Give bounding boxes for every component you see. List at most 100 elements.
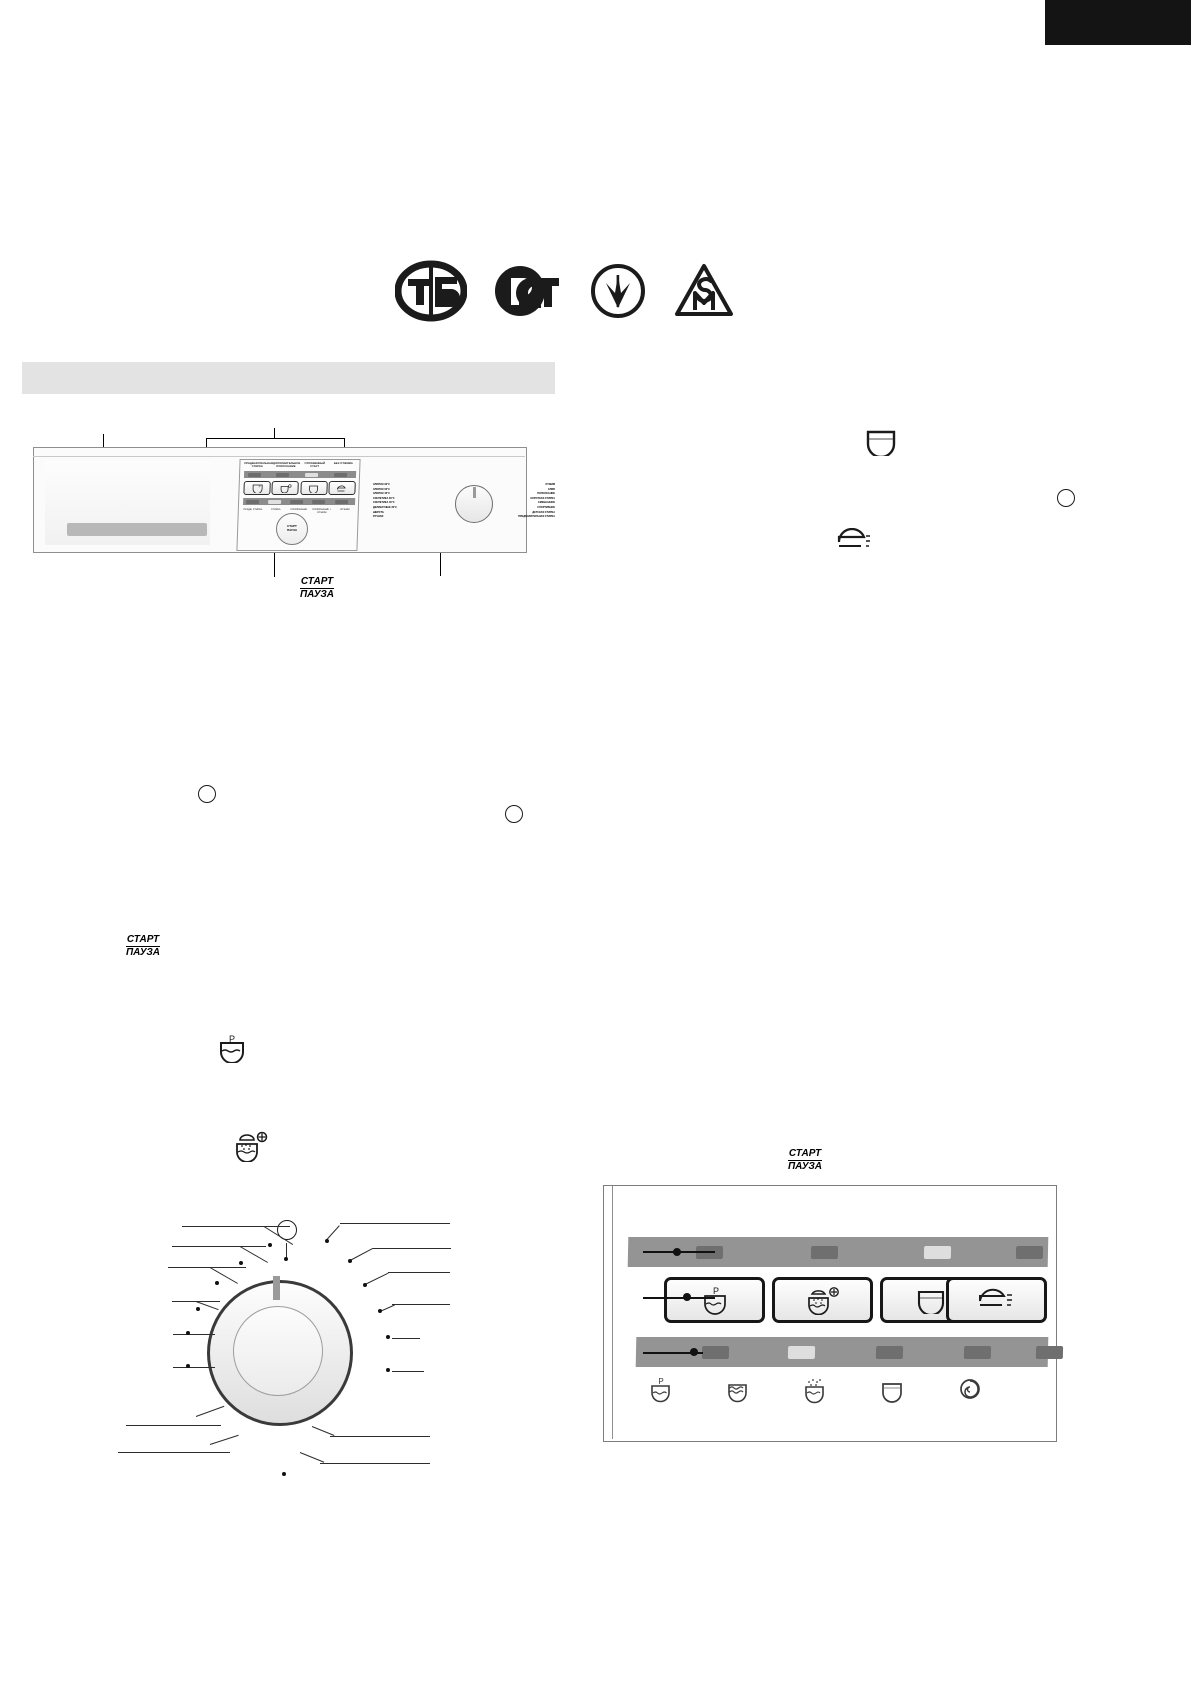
rinse-plus-tub-icon-large xyxy=(807,1287,839,1315)
program-list-right: ОТЖИМ СЛИВ ПОЛОСКАНИЕ КОРОТКАЯ СТИРКА СМ… xyxy=(495,483,555,520)
led-phase-spin-large xyxy=(1035,1346,1064,1359)
dial-leader-left-5 xyxy=(173,1367,215,1368)
led-prewash-large xyxy=(695,1246,724,1259)
led-extra-rinse xyxy=(275,472,290,477)
btn-extra-rinse-large[interactable] xyxy=(772,1277,873,1323)
pause-label: ПАУЗА xyxy=(286,528,298,532)
dial-leader-right-1 xyxy=(373,1248,451,1249)
caption-pause-2: ПАУЗА xyxy=(125,947,161,958)
btn-extra-rinse[interactable] xyxy=(271,481,300,495)
dial-leader-right-0-dot xyxy=(325,1239,329,1243)
circle-icon-3 xyxy=(505,805,523,823)
dial-leader-left-4-dot xyxy=(186,1331,190,1335)
dial-leader-left-7 xyxy=(118,1452,230,1453)
dial-leader-right-5 xyxy=(392,1371,424,1372)
led-no-spin-large xyxy=(1015,1246,1044,1259)
dial-leader-right-1-dot xyxy=(348,1259,352,1263)
dial-leader-left-3-dot xyxy=(196,1307,200,1311)
phase-label-prewash: ПРЕДВ. СТИРКА xyxy=(243,508,263,511)
led-phase-rinse-spin-large xyxy=(963,1346,992,1359)
caption-start: СТАРТ xyxy=(299,576,335,589)
caption-start-pause-body: СТАРТ ПАУЗА xyxy=(103,934,183,959)
dial-leader-right-3 xyxy=(392,1304,450,1305)
callout-leader-buttons-stem xyxy=(274,428,275,439)
caption-pause: ПАУЗА xyxy=(299,589,335,600)
led-phase-wash-large xyxy=(787,1346,816,1359)
program-right-1: СЛИВ xyxy=(547,487,555,491)
option-label-prewash: ПРЕДВАРИТЕЛЬНАЯ СТИРКА xyxy=(244,462,274,469)
program-right-3: КОРОТКАЯ СТИРКА xyxy=(530,496,555,500)
program-right-2: ПОЛОСКАНИЕ xyxy=(537,492,555,496)
dial-leader-left-1 xyxy=(172,1246,266,1247)
option-label-extra-rinse: ДОПОЛНИТЕЛЬНОЕ ПОЛОСКАНИЕ xyxy=(273,462,301,469)
led-prewash xyxy=(247,472,262,477)
dial-off-pointer-dot xyxy=(284,1257,288,1261)
phase-label-rinse-spin: ПОЛОСКАНИЕ + ОТЖИМ xyxy=(312,508,332,514)
callout-dot-option-buttons xyxy=(683,1293,691,1301)
btn-prewash[interactable]: P xyxy=(243,481,271,495)
program-right-0: ОТЖИМ xyxy=(545,483,555,486)
page-corner-tab xyxy=(1045,0,1191,45)
program-right-4: СМЕШАННОЕ xyxy=(537,501,555,505)
program-left-4: СИНТЕТИКА 40°C xyxy=(373,501,395,505)
program-selector-dial[interactable] xyxy=(455,485,493,523)
dial-inner[interactable] xyxy=(233,1306,323,1396)
iron-icon-large xyxy=(978,1288,1012,1306)
program-left-0: ХЛОПОК 90°C xyxy=(373,483,390,486)
phase-label-row: ПРЕДВ. СТИРКА СТИРКА ПОЛОСКАНИЕ ПОЛОСКАН… xyxy=(243,508,355,514)
phase-prewash-icon: P xyxy=(641,1376,681,1404)
tub-icon xyxy=(864,428,898,461)
detergent-drawer[interactable] xyxy=(45,461,210,545)
dial-leader-left-6 xyxy=(126,1425,221,1426)
control-panel-diagram: ПРЕДВАРИТЕЛЬНАЯ СТИРКА ДОПОЛНИТЕЛЬНОЕ ПО… xyxy=(33,447,555,553)
section-heading-bar xyxy=(22,362,555,394)
dial-pointer xyxy=(273,1276,280,1300)
phase-wash-icon xyxy=(718,1376,758,1404)
dial-leader-left-2 xyxy=(168,1267,246,1268)
dial-leader-left-2-dot xyxy=(215,1281,219,1285)
dial-leader-right-2-dot xyxy=(363,1283,367,1287)
led-phase-prewash-large xyxy=(701,1346,730,1359)
callout-leader-buttons-top xyxy=(206,438,345,439)
btn-prewash-large[interactable]: P xyxy=(664,1277,765,1323)
caption-start-pause-panel: СТАРТ ПАУЗА xyxy=(272,576,362,601)
callout-dot-option-leds xyxy=(673,1248,681,1256)
phase-spin-icon xyxy=(950,1376,990,1404)
program-left-1: ХЛОПОК 60°C xyxy=(373,487,390,491)
caption-start-3: СТАРТ xyxy=(787,1148,823,1161)
gost-r-mark-icon xyxy=(493,262,563,325)
sm-mark-icon xyxy=(673,262,735,325)
start-label: СТАРТ xyxy=(287,524,297,529)
led-phase-rinse-spin xyxy=(312,499,326,504)
callout-leader-phase-leds xyxy=(643,1352,703,1354)
svg-text:P: P xyxy=(658,1377,663,1386)
callout-inner-guide xyxy=(612,1186,613,1439)
program-left-6: ШЕРСТЬ xyxy=(373,510,384,514)
drawer-handle[interactable] xyxy=(67,523,207,536)
dial-leader-right-3-dot xyxy=(378,1309,382,1313)
start-pause-button[interactable]: СТАРТ ПАУЗА xyxy=(276,513,308,545)
tb-mark-icon xyxy=(394,260,468,327)
caption-pause-3: ПАУЗА xyxy=(787,1161,823,1172)
prewash-tub-icon-large: P xyxy=(703,1286,726,1315)
led-phase-rinse-large xyxy=(875,1346,904,1359)
option-label-no-spin: БЕЗ ОТЖИМА xyxy=(333,462,353,465)
led-extra-rinse-large xyxy=(810,1246,839,1259)
option-label-row: ПРЕДВАРИТЕЛЬНАЯ СТИРКА ДОПОЛНИТЕЛЬНОЕ ПО… xyxy=(244,462,356,468)
phase-label-wash: СТИРКА xyxy=(271,508,281,511)
led-delay-start xyxy=(304,472,319,477)
svg-text:P: P xyxy=(258,484,260,488)
btn-easy-iron[interactable] xyxy=(328,481,356,495)
dial-leader-left-4 xyxy=(173,1334,215,1335)
program-right-7: ПРЕДВАРИТЕЛЬНАЯ СТИРКА xyxy=(518,515,555,519)
program-left-2: ХЛОПОК 40°C xyxy=(373,492,390,496)
caption-start-pause-callout: СТАРТ ПАУЗА xyxy=(760,1148,850,1173)
circle-icon xyxy=(1057,489,1075,507)
btn-no-spin[interactable] xyxy=(300,481,328,495)
dial-leader-right-4-dot xyxy=(386,1335,390,1339)
rinse-plus-tub-icon xyxy=(232,1130,270,1167)
btn-easy-iron-large[interactable] xyxy=(946,1277,1047,1323)
dial-leader-right-5-dot xyxy=(386,1368,390,1372)
dial-leader-left-5-dot xyxy=(186,1364,190,1368)
dial-leader-right-6 xyxy=(330,1436,430,1437)
